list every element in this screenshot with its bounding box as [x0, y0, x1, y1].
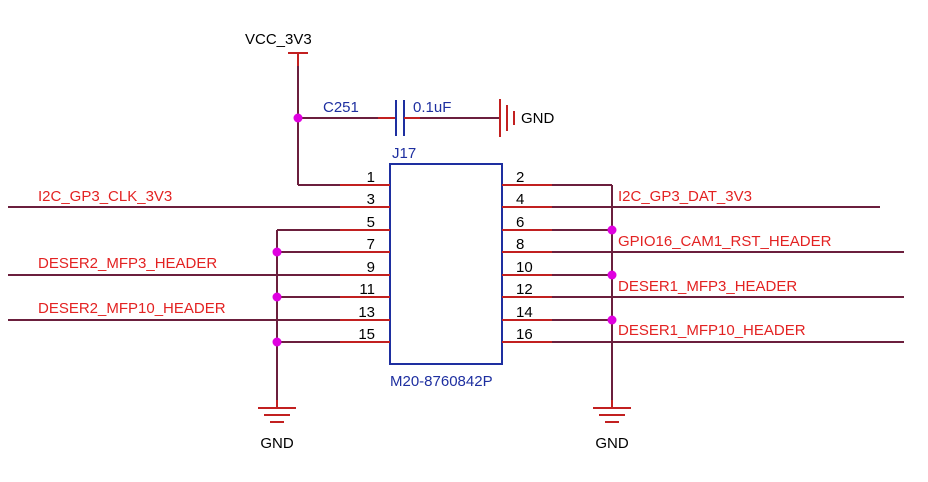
- vcc-junction-dot: [293, 113, 303, 123]
- net-label-deser1-mfp3: DESER1_MFP3_HEADER: [618, 278, 797, 295]
- cap-value-label: 0.1uF: [413, 99, 451, 116]
- connector-j17[interactable]: J17 M20-8760842P: [389, 145, 503, 390]
- vcc-power-symbol: VCC_3V3: [245, 31, 312, 66]
- net-label-i2c-clk: I2C_GP3_CLK_3V3: [38, 188, 172, 205]
- junction-dot: [607, 315, 617, 325]
- cap-gnd-label: GND: [521, 110, 555, 127]
- junction-dot: [607, 270, 617, 280]
- pin-number: 5: [367, 214, 375, 231]
- vcc-label: VCC_3V3: [245, 31, 312, 48]
- connector-right-pins: 2 4 6 8 10 12 14 16: [502, 169, 552, 343]
- right-gnd-label: GND: [595, 435, 629, 452]
- junction-dot: [272, 247, 282, 257]
- connector-left-pins: 1 3 5 7 9 11 13 15: [340, 169, 390, 343]
- pin-number: 1: [367, 169, 375, 186]
- left-net-wires: [8, 206, 340, 400]
- net-labels: I2C_GP3_CLK_3V3 DESER2_MFP3_HEADER DESER…: [38, 188, 832, 339]
- right-net-wires: [552, 184, 904, 400]
- junction-dot: [272, 337, 282, 347]
- pin-number: 2: [516, 169, 524, 186]
- cap-ref-label: C251: [323, 99, 359, 116]
- connector-body[interactable]: [389, 163, 503, 365]
- capacitor-c251: C251 0.1uF: [323, 99, 451, 136]
- pin-number: 13: [358, 304, 375, 321]
- connector-ref-label: J17: [392, 145, 416, 162]
- pin-number: 12: [516, 281, 533, 298]
- pin-number: 6: [516, 214, 524, 231]
- pin-number: 9: [367, 259, 375, 276]
- left-gnd-label: GND: [260, 435, 294, 452]
- net-label-deser1-mfp10: DESER1_MFP10_HEADER: [618, 322, 806, 339]
- pin-number: 8: [516, 236, 524, 253]
- pin-number: 14: [516, 304, 533, 321]
- pin-number: 4: [516, 191, 524, 208]
- pin-number: 16: [516, 326, 533, 343]
- junction-dot: [272, 292, 282, 302]
- net-label-gpio16: GPIO16_CAM1_RST_HEADER: [618, 233, 832, 250]
- net-label-deser2-mfp10: DESER2_MFP10_HEADER: [38, 300, 226, 317]
- left-gnd-symbol: GND: [258, 400, 296, 452]
- pin-number: 15: [358, 326, 375, 343]
- pin-number: 3: [367, 191, 375, 208]
- pin-number: 11: [359, 281, 375, 298]
- pin-number: 10: [516, 259, 533, 276]
- junction-dot: [607, 225, 617, 235]
- cap-gnd-symbol: GND: [499, 99, 555, 137]
- net-label-deser2-mfp3: DESER2_MFP3_HEADER: [38, 255, 217, 272]
- connector-part-label: M20-8760842P: [390, 373, 493, 390]
- pin-number: 7: [367, 236, 375, 253]
- right-gnd-symbol: GND: [593, 400, 631, 452]
- net-label-i2c-dat: I2C_GP3_DAT_3V3: [618, 188, 752, 205]
